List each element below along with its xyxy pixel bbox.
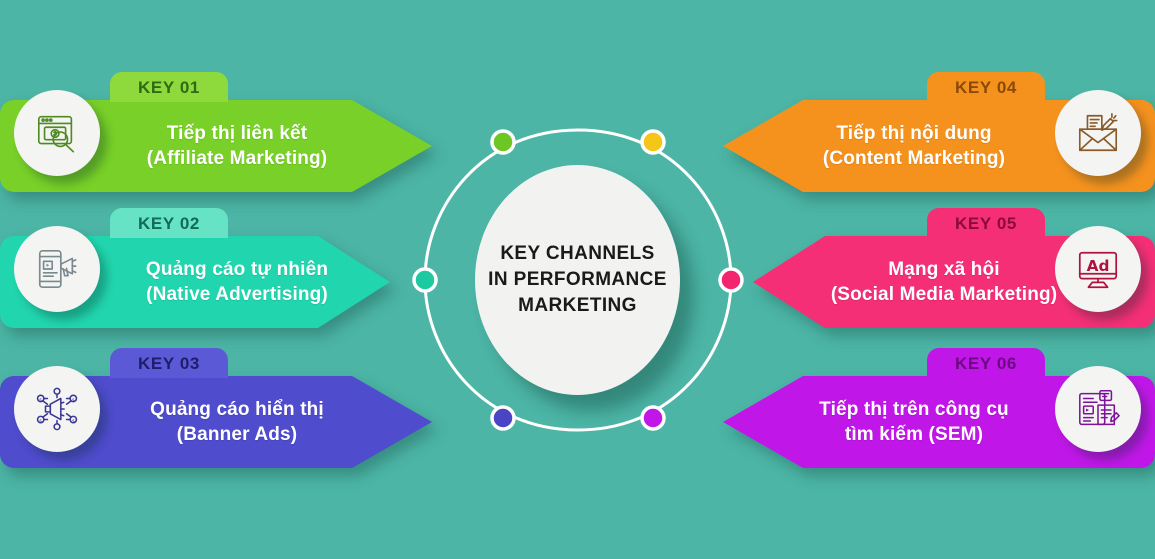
svg-text:$: $ — [39, 418, 42, 424]
arrow-shape-key-06 — [723, 376, 1155, 468]
center-title-line-2: IN PERFORMANCE — [488, 268, 667, 290]
key-tab-label: KEY 01 — [138, 77, 200, 97]
orbit-dots — [412, 129, 744, 431]
key-tab-label: KEY 05 — [955, 213, 1017, 233]
key-tab-key-01: KEY 01 — [110, 72, 228, 102]
key-text-key-06: Tiếp thị trên công cụ tìm kiếm (SEM) — [783, 397, 1045, 447]
key-line1: Mạng xã hội — [888, 258, 1000, 280]
key-body-key-06: Tiếp thị trên công cụ tìm kiếm (SEM) — [723, 376, 1155, 468]
key-tab-label: KEY 03 — [138, 353, 200, 373]
key-line1: Tiếp thị trên công cụ — [819, 398, 1009, 420]
key-tab-label: KEY 02 — [138, 213, 200, 233]
key-line2: (Native Advertising) — [146, 284, 328, 305]
key-body-key-04: Tiếp thị nội dung (Content Marketing) — [723, 100, 1155, 192]
key-card-key-01[interactable]: KEY 01 Tiếp thị liên kết (Affiliate Mark… — [0, 72, 432, 192]
key-body-key-01: Tiếp thị liên kết (Affiliate Marketing) — [0, 100, 432, 192]
key-line2: (Content Marketing) — [822, 148, 1006, 169]
key-tab-key-02: KEY 02 — [110, 208, 228, 238]
svg-text:$: $ — [72, 397, 75, 403]
center-title: KEY CHANNELS IN PERFORMANCE MARKETING — [488, 241, 667, 320]
key-text-key-04: Tiếp thị nội dung (Content Marketing) — [783, 121, 1045, 171]
key-tab-key-04: KEY 04 — [927, 72, 1045, 102]
center-circle: KEY CHANNELS IN PERFORMANCE MARKETING — [475, 165, 680, 395]
svg-text:$: $ — [72, 418, 75, 424]
key-line1: Quảng cáo hiển thị — [150, 398, 324, 420]
center-title-line-1: KEY CHANNELS — [500, 242, 655, 264]
arrow-shape-key-04 — [723, 100, 1155, 192]
key-line2: (Banner Ads) — [176, 424, 298, 445]
key-tab-label: KEY 04 — [955, 77, 1017, 97]
key-body-key-03: Quảng cáo hiển thị (Banner Ads) — [0, 376, 432, 468]
key-card-key-05[interactable]: KEY 05 Mạng xã hội (Social Media Marketi… — [753, 208, 1155, 328]
key-line2: (Social Media Marketing) — [830, 284, 1058, 305]
banner-ads-network-icon: $ $ $ $ — [34, 386, 80, 432]
svg-text:$: $ — [39, 397, 42, 403]
key-line2: (Affiliate Marketing) — [146, 148, 328, 169]
key-card-key-04[interactable]: KEY 04 Tiếp thị nội dung (Content Market… — [723, 72, 1155, 192]
key-card-key-06[interactable]: KEY 06 Tiếp thị trên công cụ tìm kiếm (S… — [723, 348, 1155, 468]
key-line2: tìm kiếm (SEM) — [844, 424, 984, 445]
key-tab-label: KEY 06 — [955, 353, 1017, 373]
key-icon-badge-key-05[interactable]: Ad — [1055, 226, 1141, 312]
key-tab-key-06: KEY 06 — [927, 348, 1045, 378]
key-icon-badge-key-03[interactable]: $ $ $ $ — [14, 366, 100, 452]
arrow-shape-key-05 — [753, 236, 1155, 328]
key-line1: Tiếp thị nội dung — [836, 122, 992, 144]
key-text-key-03: Quảng cáo hiển thị (Banner Ads) — [112, 397, 362, 447]
key-icon-badge-key-02[interactable] — [14, 226, 100, 312]
native-ad-phone-megaphone-icon — [34, 246, 80, 292]
key-tab-key-05: KEY 05 — [927, 208, 1045, 238]
center-title-line-3: MARKETING — [518, 295, 637, 317]
affiliate-search-window-icon — [34, 110, 80, 156]
key-text-key-05: Mạng xã hội (Social Media Marketing) — [813, 257, 1075, 307]
key-card-key-02[interactable]: KEY 02 Quảng cáo tự nhiên (Native Advert… — [0, 208, 390, 328]
key-line1: Tiếp thị liên kết — [166, 122, 308, 144]
social-media-ad-monitor-icon: Ad — [1075, 246, 1121, 292]
arrow-shape-key-01 — [0, 100, 432, 192]
center-hub: KEY CHANNELS IN PERFORMANCE MARKETING — [403, 110, 753, 450]
content-envelope-pen-icon — [1075, 110, 1121, 156]
svg-text:Ad: Ad — [1087, 257, 1110, 275]
key-card-key-03[interactable]: KEY 03 Quảng cáo hiển thị (Banner Ads) — [0, 348, 432, 468]
sem-search-content-icon — [1075, 386, 1121, 432]
key-text-key-01: Tiếp thị liên kết (Affiliate Marketing) — [112, 121, 362, 171]
key-line1: Quảng cáo tự nhiên — [145, 258, 329, 280]
key-text-key-02: Quảng cáo tự nhiên (Native Advertising) — [112, 257, 362, 307]
key-body-key-05: Mạng xã hội (Social Media Marketing) — [753, 236, 1155, 328]
key-icon-badge-key-01[interactable] — [14, 90, 100, 176]
arrow-shape-key-03 — [0, 376, 432, 468]
key-icon-badge-key-06[interactable] — [1055, 366, 1141, 452]
key-tab-key-03: KEY 03 — [110, 348, 228, 378]
key-icon-badge-key-04[interactable] — [1055, 90, 1141, 176]
